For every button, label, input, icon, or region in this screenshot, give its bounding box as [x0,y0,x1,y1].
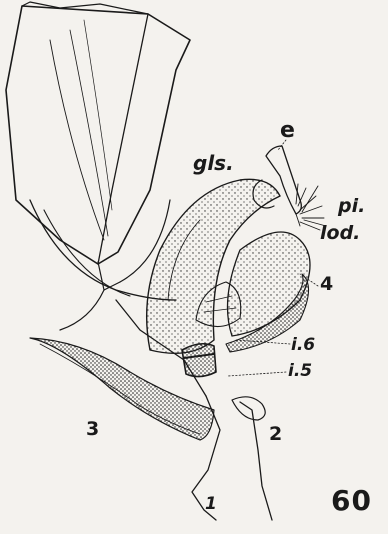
figure-number: 60 [331,487,372,515]
label-e: e [280,120,295,142]
label-2: 2 [269,425,282,444]
label-4: 4 [320,275,333,294]
lobe-4 [226,232,310,352]
label-gls: gls. [193,153,234,173]
label-pi: pi. [338,197,365,216]
label-1: 1 [205,496,217,513]
label-lod: lod. [320,224,360,243]
label-i5: i.5 [288,363,312,380]
band-i6 [182,344,216,377]
label-i6: i.6 [291,337,315,354]
body-stem [30,200,272,520]
label-3: 3 [86,420,99,439]
